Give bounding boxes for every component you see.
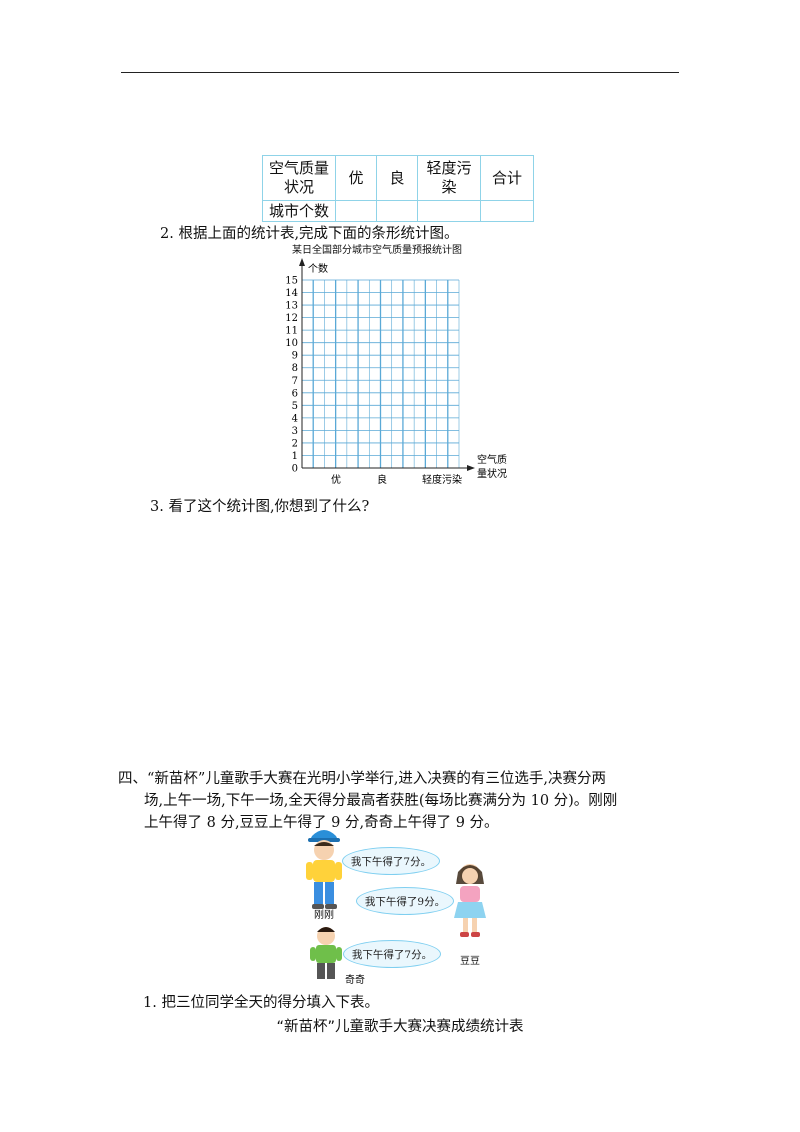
question-2: 2. 根据上面的统计表,完成下面的条形统计图。 xyxy=(160,226,459,242)
x-axis-label-line-1: 空气质 xyxy=(477,453,507,466)
row-label-city-count: 城市个数 xyxy=(262,200,336,222)
x-category-label: 优 xyxy=(331,473,341,486)
y-tick-label: 0 xyxy=(292,464,298,475)
section-4-line-1: 四、“新苗杯”儿童歌手大赛在光明小学举行,进入决赛的有三位选手,决赛分两 xyxy=(118,771,607,787)
final-table-title: “新苗杯”儿童歌手大赛决赛成绩统计表 xyxy=(276,1019,524,1035)
y-tick-label: 1 xyxy=(292,451,298,462)
blank-cell[interactable] xyxy=(376,200,418,222)
chart-grid-vertical xyxy=(312,280,460,468)
y-axis-label: 个数 xyxy=(308,262,328,275)
y-tick-label: 12 xyxy=(285,313,298,324)
name-label-doudou: 豆豆 xyxy=(460,956,480,967)
section-4-line-2: 场,上午一场,下午一场,全天得分最高者获胜(每场比赛满分为 10 分)。刚刚 xyxy=(144,793,618,809)
x-category-label: 良 xyxy=(377,473,387,486)
header-cell-light-pollution: 轻度污 染 xyxy=(417,155,481,201)
name-label-gang: 刚刚 xyxy=(314,910,334,921)
air-table-header-row: 空气质量 状况 优 良 轻度污 染 合计 xyxy=(262,155,534,201)
question-4-1: 1. 把三位同学全天的得分填入下表。 xyxy=(143,995,379,1011)
header-cell-total: 合计 xyxy=(480,155,534,201)
y-tick-label: 3 xyxy=(292,426,298,437)
y-tick-label: 14 xyxy=(285,288,298,299)
blank-cell[interactable] xyxy=(480,200,534,222)
name-label-qiqi: 奇奇 xyxy=(345,975,365,986)
y-tick-label: 5 xyxy=(292,401,298,412)
girl-doudou-figure xyxy=(454,864,486,937)
y-tick-label: 10 xyxy=(285,338,298,349)
y-tick-label: 8 xyxy=(292,363,298,374)
y-tick-label: 4 xyxy=(292,413,298,424)
y-axis-arrow xyxy=(299,258,305,266)
speech-bubble-doudou: 我下午得了9分。 xyxy=(356,887,454,915)
speech-bubble-gang: 我下午得了7分。 xyxy=(342,847,440,875)
boy-qiqi-figure xyxy=(310,927,342,979)
y-tick-label: 15 xyxy=(285,276,298,287)
x-axis-arrow xyxy=(467,465,475,471)
y-tick-label: 13 xyxy=(285,301,298,312)
section-4-line-3: 上午得了 8 分,豆豆上午得了 9 分,奇奇上午得了 9 分。 xyxy=(144,815,499,831)
x-category-labels: 优 良 轻度污染 xyxy=(331,473,462,486)
chart-title: 某日全国部分城市空气质量预报统计图 xyxy=(292,245,462,256)
header-cell-good: 良 xyxy=(376,155,418,201)
x-category-label: 轻度污染 xyxy=(422,473,462,486)
children-illustration xyxy=(306,830,486,979)
x-axis-label-line-2: 量状况 xyxy=(477,467,507,480)
header-cell-excellent: 优 xyxy=(335,155,377,201)
blank-cell[interactable] xyxy=(417,200,481,222)
boy-gang-figure xyxy=(306,830,342,909)
speech-bubble-qiqi: 我下午得了7分。 xyxy=(343,940,441,968)
header-cell-status: 空气质量 状况 xyxy=(262,155,336,201)
question-3: 3. 看了这个统计图,你想到了什么? xyxy=(150,499,370,515)
section-4-paragraph: 四、“新苗杯”儿童歌手大赛在光明小学举行,进入决赛的有三位选手,决赛分两 场,上… xyxy=(118,768,698,834)
air-quality-table: 空气质量 状况 优 良 轻度污 染 合计 城市个数 xyxy=(262,155,534,222)
air-table-data-row: 城市个数 xyxy=(262,200,534,222)
y-tick-label: 6 xyxy=(292,388,298,399)
blank-cell[interactable] xyxy=(335,200,377,222)
bar-chart: 个数 0123456789101112131415 优良轻度污染 空气质 量状况 xyxy=(285,258,507,486)
y-tick-label: 2 xyxy=(292,438,298,449)
y-tick-label: 9 xyxy=(292,351,298,362)
top-rule xyxy=(121,72,679,73)
y-tick-label: 11 xyxy=(285,326,298,337)
y-tick-label: 7 xyxy=(292,376,298,387)
